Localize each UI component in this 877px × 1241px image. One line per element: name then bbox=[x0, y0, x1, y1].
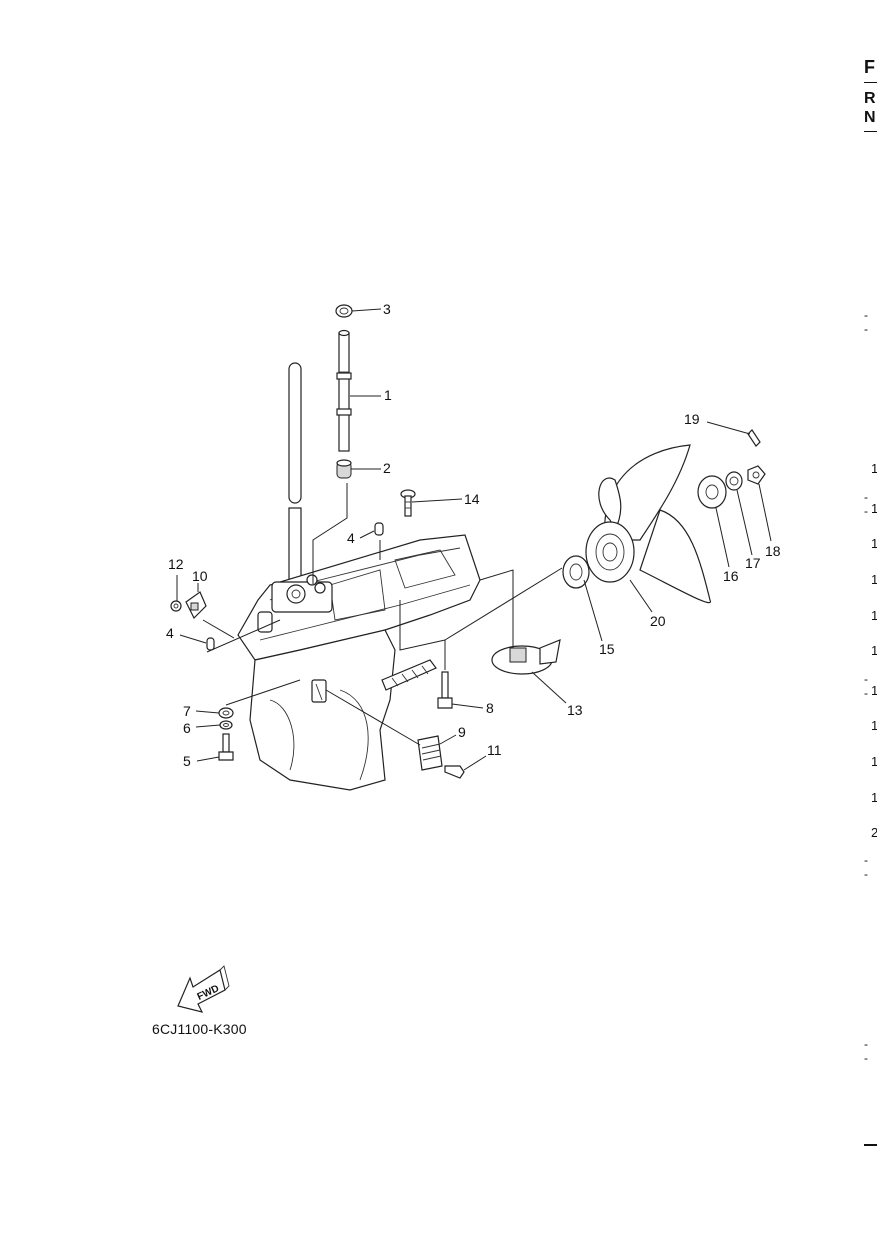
callout-4-lower: 4 bbox=[166, 625, 174, 641]
trim-tab-13 bbox=[491, 639, 561, 675]
callout-numbers: 3 1 2 14 4 12 10 4 7 6 5 8 9 11 13 15 20… bbox=[166, 301, 781, 769]
thrust-washer-15 bbox=[562, 555, 590, 589]
callout-10: 10 bbox=[192, 568, 208, 584]
edge-dash: - - bbox=[864, 672, 869, 700]
edge-letter-f: F bbox=[864, 57, 875, 77]
callout-16: 16 bbox=[723, 568, 739, 584]
callout-12: 12 bbox=[168, 556, 184, 572]
edge-number: 1 bbox=[871, 683, 877, 698]
drive-shaft bbox=[288, 362, 302, 589]
leader-lines bbox=[176, 308, 772, 771]
callout-3: 3 bbox=[383, 301, 391, 317]
edge-number: 2 bbox=[871, 825, 877, 840]
washer-7 bbox=[218, 707, 234, 719]
tube-part-1 bbox=[335, 304, 353, 479]
bolt-8 bbox=[437, 671, 453, 709]
screw-11 bbox=[444, 765, 465, 779]
edge-number: 1 bbox=[871, 572, 877, 587]
edge-dash: - - bbox=[864, 853, 869, 881]
callout-15: 15 bbox=[599, 641, 615, 657]
cotter-pin-19 bbox=[747, 429, 761, 447]
edge-letter-r: R bbox=[864, 90, 876, 107]
edge-number: 1 bbox=[871, 501, 877, 516]
callout-9: 9 bbox=[458, 724, 466, 740]
pin-4-upper bbox=[374, 522, 384, 536]
washer-6 bbox=[219, 720, 233, 730]
edge-number: 1 bbox=[871, 536, 877, 551]
callout-5: 5 bbox=[183, 753, 191, 769]
washer-17 bbox=[725, 471, 743, 491]
bolt-14 bbox=[400, 489, 416, 517]
edge-number: 1 bbox=[871, 608, 877, 623]
propeller-20 bbox=[585, 444, 711, 604]
fwd-arrow-icon: FWD bbox=[177, 965, 230, 1013]
callout-1: 1 bbox=[384, 387, 392, 403]
callout-6: 6 bbox=[183, 720, 191, 736]
part-code-label: 6CJ1100-K300 bbox=[152, 1021, 247, 1037]
lower-unit-housing bbox=[237, 534, 481, 791]
callout-11: 11 bbox=[487, 742, 502, 758]
callout-2: 2 bbox=[383, 460, 391, 476]
callout-7: 7 bbox=[183, 703, 191, 719]
edge-rule bbox=[864, 82, 877, 83]
nut-18 bbox=[747, 465, 766, 485]
callout-18: 18 bbox=[765, 543, 781, 559]
edge-number: 1 bbox=[871, 643, 877, 658]
callout-14: 14 bbox=[464, 491, 480, 507]
spacer-16 bbox=[697, 475, 727, 509]
edge-number: 1 bbox=[871, 718, 877, 733]
bolt-5 bbox=[218, 733, 234, 761]
pin-4-lower bbox=[206, 637, 215, 651]
edge-dash: - - bbox=[864, 1037, 869, 1065]
callout-17: 17 bbox=[745, 555, 761, 571]
edge-dash: - - bbox=[864, 308, 869, 336]
edge-number: 1 bbox=[871, 461, 877, 476]
edge-rule bbox=[864, 131, 877, 132]
edge-number: 1 bbox=[871, 754, 877, 769]
callout-13: 13 bbox=[567, 702, 583, 718]
plate-9 bbox=[417, 735, 443, 771]
edge-rule bbox=[864, 1144, 877, 1146]
edge-letter-n: N bbox=[864, 109, 876, 126]
callout-8: 8 bbox=[486, 700, 494, 716]
anode-10 bbox=[185, 591, 207, 620]
callout-4-upper: 4 bbox=[347, 530, 355, 546]
callout-19: 19 bbox=[684, 411, 700, 427]
edge-number: 1 bbox=[871, 790, 877, 805]
edge-dash: - - bbox=[864, 490, 869, 518]
callout-20: 20 bbox=[650, 613, 666, 629]
nut-12 bbox=[170, 600, 182, 612]
